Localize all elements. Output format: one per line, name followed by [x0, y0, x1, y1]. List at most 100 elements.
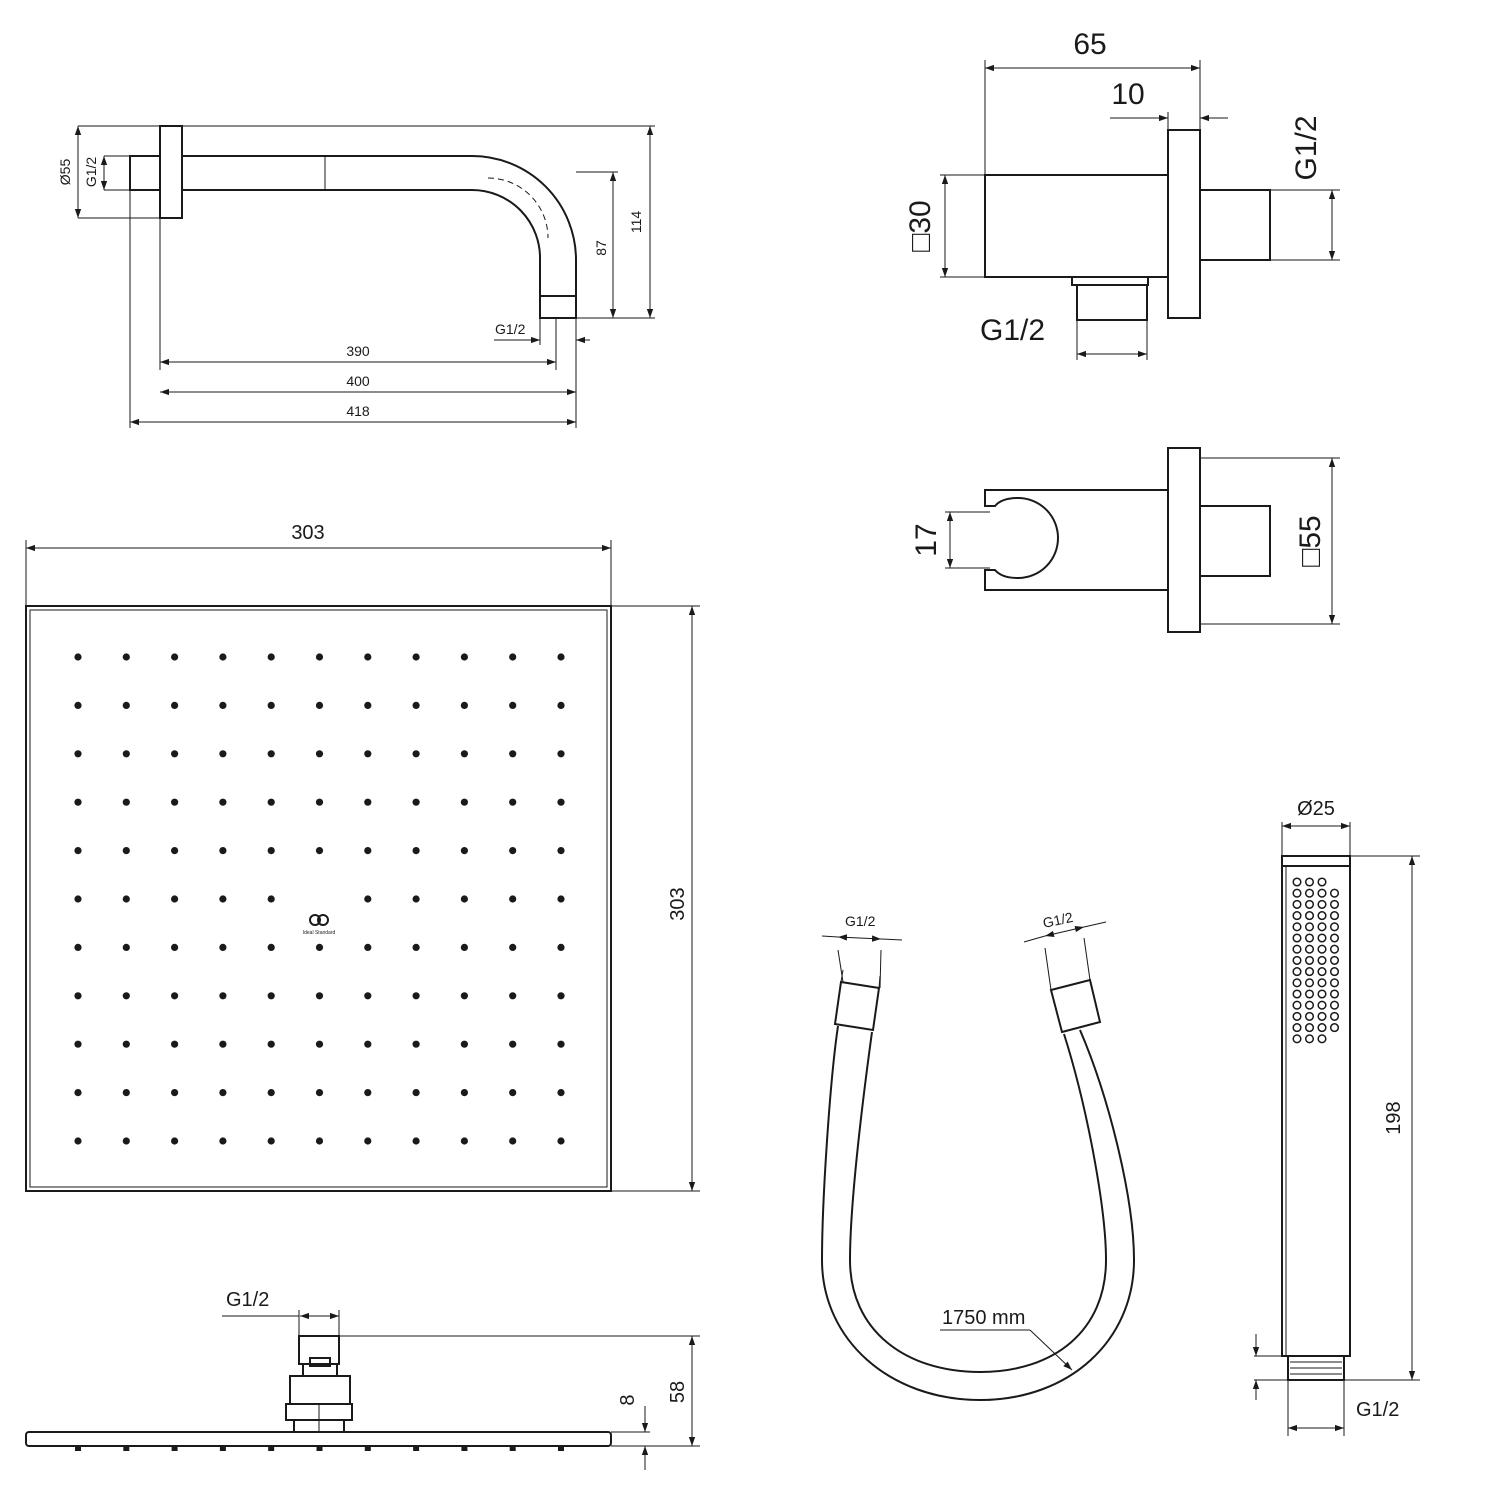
nozzle	[122, 847, 130, 855]
nozzle	[122, 1040, 130, 1048]
hand-nozzle	[1329, 978, 1340, 988]
side-nozzle	[316, 1446, 323, 1451]
hand-nozzle	[1292, 978, 1302, 988]
nozzle	[219, 1137, 227, 1145]
hand-nozzle	[1304, 1034, 1315, 1044]
hand-nozzle	[1317, 1000, 1327, 1010]
nozzle	[460, 701, 468, 710]
nozzle	[74, 1089, 82, 1097]
nozzle	[364, 992, 372, 1000]
nozzle	[557, 847, 565, 855]
arm-thread-stub	[129, 155, 161, 191]
nozzle	[509, 895, 517, 903]
side-nozzle	[558, 1446, 564, 1451]
hand-nozzle	[1317, 1034, 1327, 1044]
nozzle	[509, 750, 517, 758]
hose-thread-left-label: G1/2	[845, 913, 876, 929]
nozzle	[122, 653, 130, 661]
side-ball-joint	[289, 1375, 351, 1405]
hand-nozzle	[1292, 989, 1302, 999]
arm-thread-right-label: G1/2	[495, 321, 526, 337]
nozzle	[74, 1137, 82, 1145]
wall-outlet-view: 65 10 G1/2 □30 G1/2	[904, 28, 1340, 360]
arm-dia-label: Ø55	[57, 159, 73, 186]
nozzle	[509, 701, 517, 710]
nozzle	[460, 992, 468, 1000]
hand-nozzle	[1304, 944, 1315, 954]
arm-wall-flange	[159, 125, 183, 219]
side-nozzle	[219, 1446, 226, 1451]
nozzle	[267, 1137, 275, 1145]
nozzle	[74, 992, 82, 1000]
nozzle	[171, 1089, 179, 1097]
nozzle	[219, 701, 227, 710]
nozzle	[364, 1040, 372, 1048]
outlet-w65-label: 65	[1073, 28, 1106, 61]
nozzle	[557, 750, 565, 758]
arm-h114-label: 114	[628, 211, 644, 234]
hose-tube-inner	[848, 1031, 1108, 1374]
nozzle	[267, 798, 275, 806]
arm-thread-left-label: G1/2	[83, 157, 99, 188]
hand-nozzle	[1292, 1034, 1302, 1044]
nozzle	[557, 1040, 565, 1048]
nozzle	[267, 992, 275, 1000]
nozzle	[412, 653, 420, 661]
nozzle	[412, 1089, 420, 1097]
holder-view: 17 □55	[910, 447, 1340, 633]
nozzle	[557, 798, 565, 806]
side-nut-slot	[309, 1357, 331, 1367]
nozzle	[315, 1089, 324, 1097]
nozzle	[122, 1089, 130, 1097]
holder-flange	[1167, 447, 1201, 633]
hand-nozzle	[1304, 955, 1315, 965]
side-nozzle	[268, 1446, 275, 1451]
hand-shower-nozzles	[1292, 877, 1340, 1044]
arm-pipe-highlight	[487, 177, 549, 239]
hose-right-connector	[1049, 978, 1102, 1034]
hand-nozzle	[1304, 989, 1315, 999]
hand-nozzle	[1329, 1000, 1340, 1010]
nozzle	[74, 847, 82, 855]
hand-nozzle	[1329, 967, 1340, 977]
nozzle	[315, 653, 324, 661]
nozzle	[364, 1137, 372, 1145]
outlet-w10-label: 10	[1111, 78, 1144, 111]
nozzle	[557, 1089, 565, 1097]
hand-nozzle	[1329, 933, 1340, 943]
hose-thread-right-label: G1/2	[1041, 909, 1074, 931]
nozzle	[315, 701, 324, 710]
nozzle	[509, 847, 517, 855]
hand-nozzle	[1317, 1011, 1327, 1021]
hand-nozzle	[1317, 944, 1327, 954]
nozzle	[412, 798, 420, 806]
nozzle	[74, 943, 82, 952]
side-nozzle	[171, 1446, 178, 1451]
nozzle	[122, 943, 130, 952]
outlet-neck	[1071, 276, 1149, 286]
nozzle	[364, 847, 372, 855]
nozzle	[171, 701, 179, 710]
arm-len390-label: 390	[346, 343, 370, 359]
nozzle	[315, 1040, 324, 1048]
nozzle	[460, 847, 468, 855]
hose-tube	[820, 1025, 1136, 1402]
hand-shower-view: Ø25 198 G1/2	[1252, 798, 1420, 1436]
nozzle	[122, 895, 130, 903]
nozzle	[315, 1137, 324, 1145]
side-nozzle	[461, 1446, 468, 1451]
hand-shower-len-label: 198	[1383, 1101, 1405, 1134]
nozzle	[74, 701, 82, 710]
hand-nozzle	[1292, 1000, 1302, 1010]
brand-logo-text: Ideal Standard	[303, 930, 336, 936]
side-thread-label: G1/2	[226, 1289, 269, 1311]
nozzle	[171, 798, 179, 806]
hand-nozzle	[1292, 922, 1302, 932]
nozzle	[267, 847, 275, 855]
nozzle	[412, 1040, 420, 1048]
head-side-view: G1/2 8 58	[25, 1289, 700, 1470]
nozzle	[509, 1040, 517, 1048]
nozzle	[412, 701, 420, 710]
